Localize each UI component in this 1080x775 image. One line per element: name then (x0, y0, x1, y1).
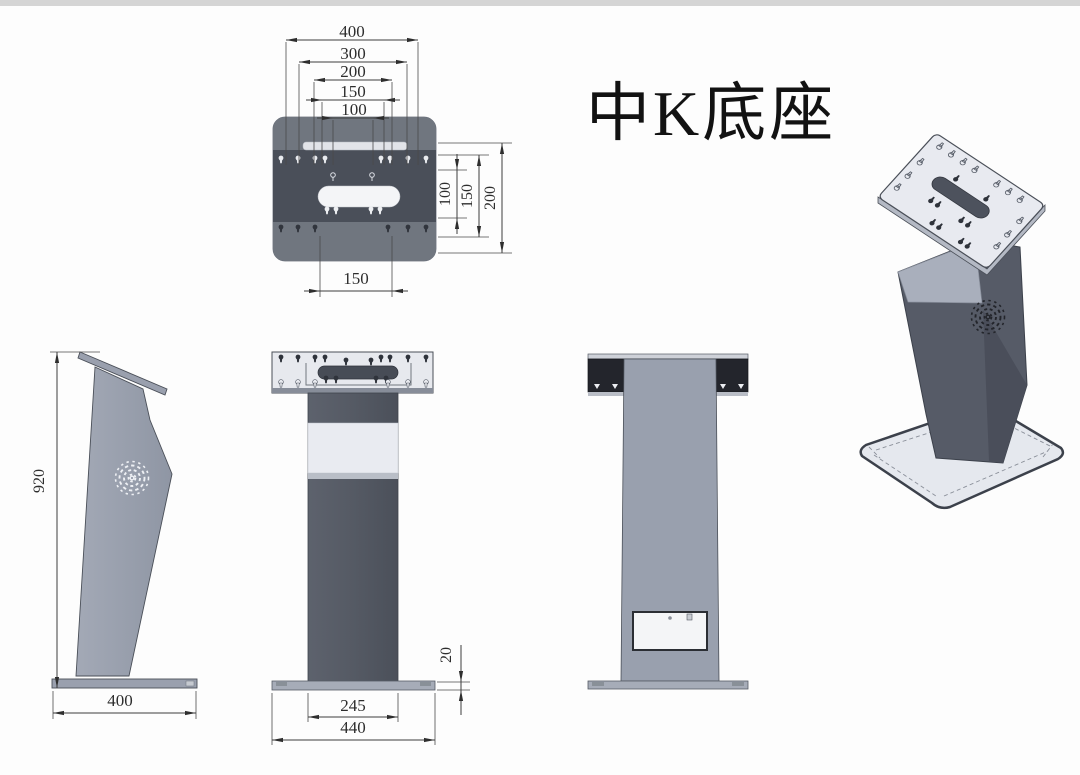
dim-label-20: 20 (438, 647, 455, 663)
dim-label-right-100: 100 (437, 182, 454, 206)
back-plate-top-edge (587, 353, 749, 360)
back-base-tab-right (732, 682, 744, 686)
photo-edge-strip (0, 0, 1080, 6)
front-base-tab-right (420, 682, 431, 686)
drawing-title: 中K底座 (586, 78, 837, 149)
side-view-base-tab (185, 680, 195, 687)
front-column-light-band (307, 422, 399, 474)
top-view-width-dims: 400 300 200 150 100 (285, 22, 419, 165)
top-view-right-dims: 100 150 200 (437, 142, 512, 254)
front-view: 245 440 20 (271, 351, 470, 745)
side-view-height-dim: 920 (31, 351, 100, 688)
top-view-bottom-dim: 150 (304, 236, 408, 297)
front-view-top-plate (271, 351, 434, 394)
hanger-rail (302, 141, 408, 151)
back-plate-clips (594, 384, 744, 389)
dim-label-300: 300 (340, 44, 366, 63)
dim-label-400: 400 (339, 22, 365, 41)
dim-label-side-400: 400 (107, 691, 133, 710)
dim-label-bottom-150: 150 (343, 269, 369, 288)
hook-holes (330, 172, 375, 181)
cable-slot (317, 185, 401, 208)
side-view: 920 400 (31, 351, 198, 719)
back-view-base-plate (587, 680, 749, 690)
dim-label-920: 920 (31, 469, 48, 493)
top-view: 400 300 200 150 100 150 (272, 22, 512, 297)
side-view-base-plate (51, 678, 198, 689)
dim-label-440: 440 (340, 718, 366, 737)
front-base-tab-left (276, 682, 287, 686)
back-access-panel (632, 611, 708, 651)
isometric-view (859, 134, 1065, 510)
front-view-column-dim: 245 (307, 693, 399, 722)
side-view-body (75, 366, 173, 677)
side-view-base-dim: 400 (52, 691, 197, 719)
front-view-thickness-dim: 20 (437, 645, 470, 715)
dim-label-100: 100 (341, 100, 367, 119)
top-view-plate (272, 116, 437, 262)
back-view (587, 353, 749, 690)
iso-mounting-plate (879, 134, 1044, 268)
side-view-top-plate-edge (77, 351, 168, 396)
iso-body-right-face (983, 310, 1027, 463)
front-view-base-dim: 440 (271, 693, 436, 745)
dim-label-right-150: 150 (459, 184, 476, 208)
iso-slot (931, 176, 990, 219)
back-base-tab-left (592, 682, 604, 686)
dim-label-right-200: 200 (482, 186, 499, 210)
front-view-column (307, 392, 399, 683)
front-slot (317, 365, 399, 380)
dim-label-245: 245 (340, 696, 366, 715)
front-view-base-plate (271, 680, 436, 691)
iso-plate-edge (877, 196, 1046, 276)
dim-label-200: 200 (340, 62, 366, 81)
dim-label-150: 150 (340, 82, 366, 101)
